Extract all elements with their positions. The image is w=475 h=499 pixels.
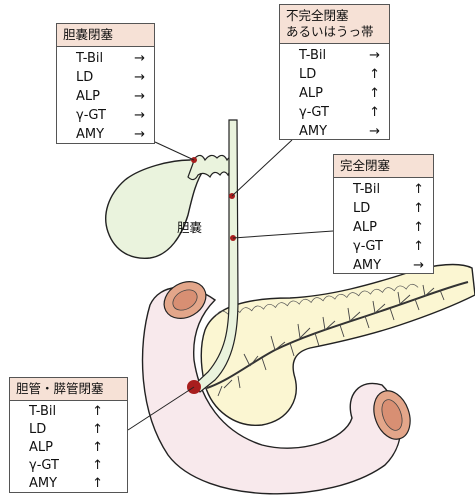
lab-row: ALP ↑ <box>334 218 433 237</box>
lab-row: γ-GT ↑ <box>280 103 389 122</box>
cystic-obstruction-title: 胆嚢閉塞 <box>57 24 154 47</box>
trend-arrow: → <box>134 49 145 68</box>
lab-row: AMY → <box>280 122 389 141</box>
lab-row: LD ↑ <box>10 421 127 439</box>
trend-arrow: → <box>134 68 145 87</box>
trend-arrow: ↑ <box>413 218 424 237</box>
incomplete-obstruction-title: 不完全閉塞 あるいはうっ帯 <box>280 5 389 44</box>
gallbladder-label: 胆嚢 <box>177 217 202 236</box>
lab-row: γ-GT ↑ <box>10 457 127 475</box>
lab-name: T-Bil <box>76 49 103 68</box>
lab-name: T-Bil <box>353 180 380 199</box>
lab-rows: T-Bil → LD ↑ ALP ↑ γ-GT ↑ AMY → <box>280 44 389 141</box>
lab-row: AMY → <box>57 125 154 144</box>
lab-name: ALP <box>299 84 323 103</box>
lab-name: T-Bil <box>29 403 56 421</box>
lab-row: LD ↑ <box>280 65 389 84</box>
lab-name: γ-GT <box>76 106 106 125</box>
incomplete-obstruction-title-line1: 不完全閉塞 <box>286 8 385 24</box>
lab-row: ALP ↑ <box>10 439 127 457</box>
ampullary-obstruction-box: 胆管・膵管閉塞 T-Bil ↑ LD ↑ ALP ↑ γ-GT ↑ AMY ↑ <box>9 377 128 493</box>
trend-arrow: ↑ <box>413 199 424 218</box>
lab-row: LD → <box>57 68 154 87</box>
lab-name: AMY <box>29 475 57 493</box>
lab-row: T-Bil → <box>57 49 154 68</box>
lab-name: AMY <box>76 125 104 144</box>
trend-arrow: → <box>134 106 145 125</box>
lab-name: ALP <box>29 439 53 457</box>
lab-name: γ-GT <box>29 457 59 475</box>
trend-arrow: → <box>369 122 380 141</box>
lab-name: γ-GT <box>299 103 329 122</box>
trend-arrow: ↑ <box>92 439 103 457</box>
trend-arrow: → <box>369 46 380 65</box>
lab-row: AMY ↑ <box>10 475 127 493</box>
trend-arrow: → <box>413 256 424 275</box>
lab-row: LD ↑ <box>334 199 433 218</box>
complete-obstruction-title: 完全閉塞 <box>334 155 433 178</box>
lab-row: T-Bil → <box>280 46 389 65</box>
trend-arrow: → <box>134 87 145 106</box>
lab-name: ALP <box>353 218 377 237</box>
lab-rows: T-Bil ↑ LD ↑ ALP ↑ γ-GT ↑ AMY ↑ <box>10 401 127 493</box>
lab-row: ALP ↑ <box>280 84 389 103</box>
trend-arrow: ↑ <box>413 237 424 256</box>
lab-name: γ-GT <box>353 237 383 256</box>
lab-row: γ-GT → <box>57 106 154 125</box>
lab-name: AMY <box>299 122 327 141</box>
lab-rows: T-Bil ↑ LD ↑ ALP ↑ γ-GT ↑ AMY → <box>334 178 433 275</box>
lab-row: T-Bil ↑ <box>10 403 127 421</box>
lab-row: T-Bil ↑ <box>334 180 433 199</box>
trend-arrow: ↑ <box>92 475 103 493</box>
incomplete-obstruction-box: 不完全閉塞 あるいはうっ帯 T-Bil → LD ↑ ALP ↑ γ-GT ↑ AMY → <box>279 4 390 140</box>
lab-name: LD <box>29 421 46 439</box>
lab-name: LD <box>76 68 93 87</box>
cystic-obstruction-box: 胆嚢閉塞 T-Bil → LD → ALP → γ-GT → AMY → <box>56 23 155 144</box>
trend-arrow: ↑ <box>369 65 380 84</box>
lab-row: AMY → <box>334 256 433 275</box>
lab-row: ALP → <box>57 87 154 106</box>
lab-name: LD <box>299 65 316 84</box>
trend-arrow: ↑ <box>92 421 103 439</box>
lab-name: AMY <box>353 256 381 275</box>
incomplete-obstruction-title-line2: あるいはうっ帯 <box>286 24 385 40</box>
lab-name: T-Bil <box>299 46 326 65</box>
trend-arrow: ↑ <box>413 180 424 199</box>
lab-rows: T-Bil → LD → ALP → γ-GT → AMY → <box>57 47 154 144</box>
lab-name: LD <box>353 199 370 218</box>
trend-arrow: ↑ <box>369 103 380 122</box>
trend-arrow: ↑ <box>369 84 380 103</box>
lab-row: γ-GT ↑ <box>334 237 433 256</box>
trend-arrow: → <box>134 125 145 144</box>
complete-obstruction-box: 完全閉塞 T-Bil ↑ LD ↑ ALP ↑ γ-GT ↑ AMY → <box>333 154 434 274</box>
trend-arrow: ↑ <box>92 403 103 421</box>
lab-name: ALP <box>76 87 100 106</box>
ampullary-obstruction-title: 胆管・膵管閉塞 <box>10 378 127 401</box>
trend-arrow: ↑ <box>92 457 103 475</box>
